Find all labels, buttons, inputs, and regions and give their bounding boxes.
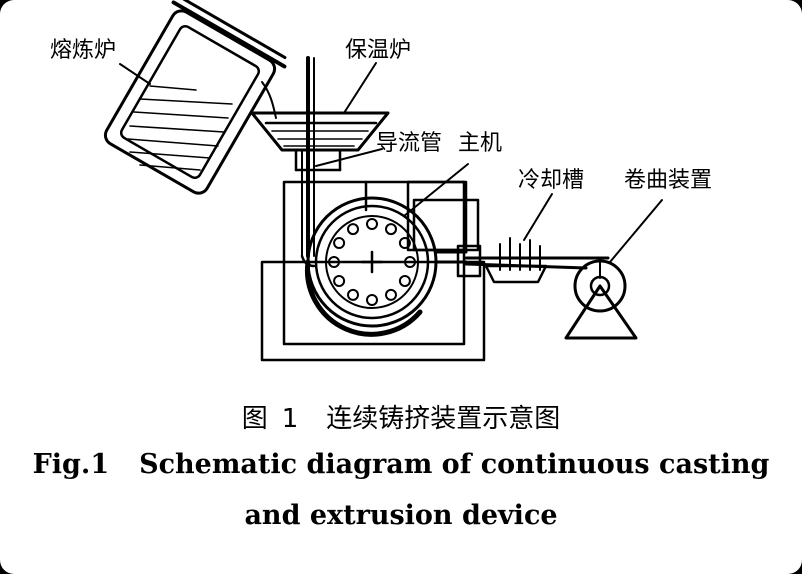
caption-zh-fig: 图 bbox=[241, 404, 268, 434]
caption-en-fig: Fig.1 bbox=[32, 449, 110, 480]
wheel-hole bbox=[333, 237, 346, 249]
wheel-hole bbox=[347, 223, 359, 236]
melting-furnace bbox=[103, 0, 287, 195]
wheel-hole bbox=[328, 256, 340, 268]
wheel-hole bbox=[385, 288, 397, 301]
caption-zh-number: 1 bbox=[281, 404, 299, 434]
wheel-hole bbox=[347, 288, 359, 301]
caption-english-line-1: Fig.1 Schematic diagram of continuous cas… bbox=[0, 449, 802, 480]
wheel-hole bbox=[398, 275, 411, 287]
holding-furnace bbox=[250, 111, 390, 172]
wheel-hole bbox=[366, 218, 378, 230]
wheel-hole bbox=[404, 256, 416, 268]
caption-zh-title: 连续铸挤装置示意图 bbox=[326, 404, 561, 434]
launder-pipe bbox=[300, 56, 316, 268]
label-launder-pipe: 导流管 bbox=[376, 131, 443, 156]
label-holding-furnace: 保温炉 bbox=[345, 38, 412, 63]
melting-furnace-melt bbox=[127, 85, 233, 171]
pour-stream bbox=[261, 81, 277, 119]
wheel-hole bbox=[398, 237, 411, 249]
wheel-hole bbox=[333, 275, 346, 287]
label-main-machine: 主机 bbox=[458, 131, 503, 156]
wheel-holes bbox=[328, 218, 416, 306]
caption-en-title-1: Schematic diagram of continuous casting bbox=[139, 449, 770, 480]
label-melting-furnace: 熔炼炉 bbox=[50, 38, 117, 63]
wheel-hole bbox=[385, 223, 397, 236]
main-machine bbox=[260, 180, 486, 362]
cooling-tank bbox=[484, 237, 548, 284]
coiling-device bbox=[564, 259, 638, 340]
caption-english-line-2: and extrusion device bbox=[0, 500, 802, 531]
wheel-hole bbox=[366, 294, 378, 306]
label-cooling-tank: 冷却槽 bbox=[518, 168, 585, 193]
diagram bbox=[103, 0, 663, 362]
label-coiling-device: 卷曲装置 bbox=[624, 168, 713, 193]
leader-lines bbox=[119, 62, 663, 263]
caption-en-title-2: and extrusion device bbox=[244, 500, 558, 531]
